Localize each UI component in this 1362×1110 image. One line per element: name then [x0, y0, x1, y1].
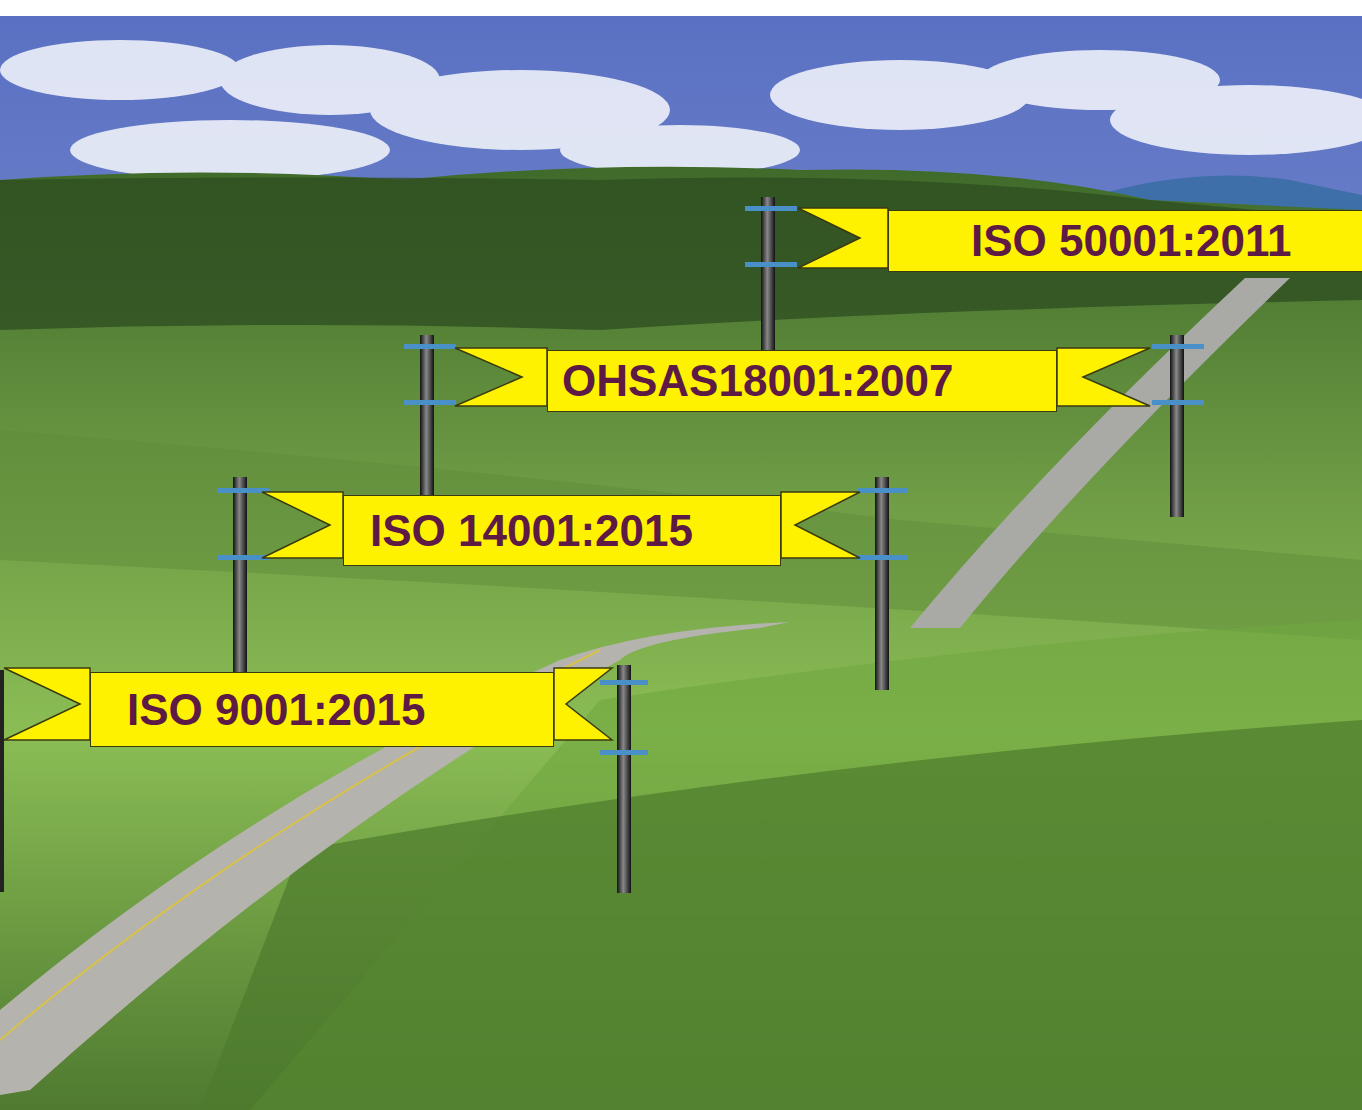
banner-sign: OHSAS18001:2007	[547, 350, 1057, 412]
banner-sign: ISO 14001:2015	[343, 495, 781, 566]
standard-label: OHSAS18001:2007	[562, 359, 953, 403]
standard-label: ISO 50001:2011	[971, 219, 1291, 263]
banner-sign: ISO 50001:2011	[888, 210, 1362, 272]
banner-sign: ISO 9001:2015	[90, 672, 554, 747]
standard-label: ISO 9001:2015	[127, 688, 425, 732]
standard-label: ISO 14001:2015	[370, 509, 693, 553]
